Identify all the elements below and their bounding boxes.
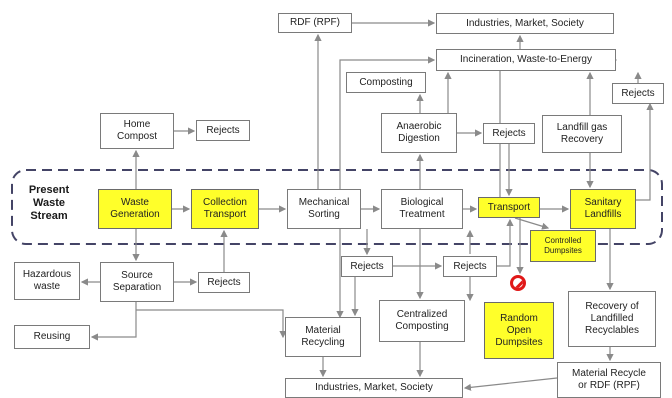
landfill-gas-recovery-box: Landfill gas Recovery bbox=[542, 115, 622, 153]
connector-arrow bbox=[636, 102, 654, 201]
connector-arrow bbox=[136, 309, 287, 339]
sanitary-landfills-box: Sanitary Landfills bbox=[570, 189, 636, 229]
connector-arrow bbox=[463, 377, 558, 391]
rejects-source-box: Rejects bbox=[198, 272, 250, 293]
material-recycling-box: Material Recycling bbox=[285, 317, 361, 357]
rejects-home-box: Rejects bbox=[196, 120, 250, 141]
industries-market-society-bottom-box: Industries, Market, Society bbox=[285, 378, 463, 398]
hazardous-waste-box: Hazardous waste bbox=[14, 262, 80, 300]
controlled-dumpsites-box: Controlled Dumpsites bbox=[530, 230, 596, 262]
material-recycle-or-rdf-box: Material Recycle or RDF (RPF) bbox=[557, 362, 661, 398]
present-waste-stream-label: Present Waste Stream bbox=[28, 184, 70, 223]
source-separation-box: Source Separation bbox=[100, 262, 174, 302]
rdf-rpf-box: RDF (RPF) bbox=[278, 13, 352, 33]
incineration-waste-to-energy-box: Incineration, Waste-to-Energy bbox=[436, 49, 616, 71]
prohibited-icon bbox=[510, 275, 526, 291]
random-open-dumpsites-box: Random Open Dumpsites bbox=[484, 302, 554, 359]
rejects-far-right-box: Rejects bbox=[612, 83, 664, 104]
rejects-mid-right-box: Rejects bbox=[443, 256, 497, 277]
industries-market-society-top-box: Industries, Market, Society bbox=[436, 13, 614, 34]
collection-transport-box: Collection Transport bbox=[191, 189, 259, 229]
reusing-box: Reusing bbox=[14, 325, 90, 349]
biological-treatment-box: Biological Treatment bbox=[381, 189, 463, 229]
mechanical-sorting-box: Mechanical Sorting bbox=[287, 189, 361, 229]
recovery-landfilled-recyclables-box: Recovery of Landfilled Recyclables bbox=[568, 291, 656, 347]
waste-generation-box: Waste Generation bbox=[98, 189, 172, 229]
connector-arrow bbox=[339, 56, 436, 189]
rejects-ad-box: Rejects bbox=[483, 123, 535, 144]
home-compost-box: Home Compost bbox=[100, 113, 174, 149]
composting-box: Composting bbox=[346, 72, 426, 93]
centralized-composting-box: Centralized Composting bbox=[379, 300, 465, 342]
connector-arrow bbox=[90, 302, 137, 341]
present-waste-stream-boundary bbox=[11, 169, 663, 245]
rejects-mid-left-box: Rejects bbox=[341, 256, 393, 277]
transport-box: Transport bbox=[478, 197, 540, 218]
anaerobic-digestion-box: Anaerobic Digestion bbox=[381, 113, 457, 153]
connector-arrow bbox=[497, 218, 514, 267]
